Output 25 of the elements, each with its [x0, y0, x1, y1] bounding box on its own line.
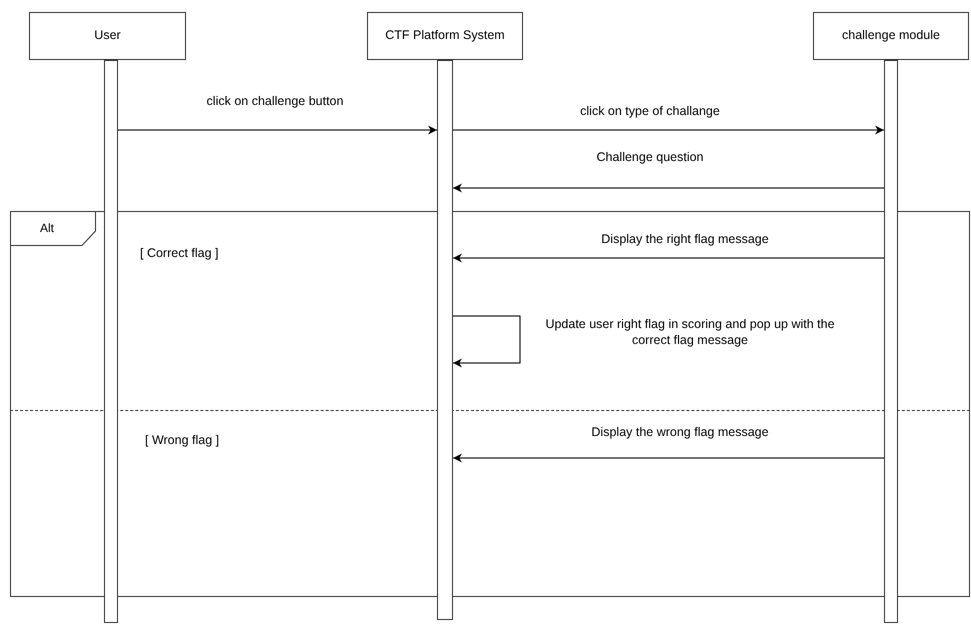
lifeline-box	[367, 12, 523, 60]
lifeline-name: CTF Platform System	[385, 28, 505, 44]
activation-bar	[884, 60, 898, 623]
frame-tag	[10, 211, 96, 246]
activation-bar	[437, 60, 453, 620]
lifeline-name: User	[94, 28, 121, 44]
lifeline-box	[813, 12, 969, 60]
message-label: click on type of challange	[579, 104, 721, 120]
lifeline-box	[29, 12, 186, 60]
activation-bar	[104, 60, 118, 623]
message-label: Update user right flag in scoring and pop up with the correct flag message	[544, 317, 836, 348]
message-arrow	[118, 126, 438, 134]
guard-condition: [ Wrong flag ]	[145, 432, 220, 449]
message-arrow	[452, 184, 884, 192]
message-arrow	[452, 126, 884, 134]
message-arrow	[452, 454, 884, 462]
message-label: Display the wrong flag message	[590, 425, 770, 441]
message-label: Display the right flag message	[600, 232, 770, 248]
message-arrow	[452, 316, 520, 368]
message-arrow	[452, 254, 884, 262]
message-label: Challenge question	[595, 150, 705, 166]
guard-condition: [ Correct flag ]	[140, 245, 218, 262]
lifeline-name: challenge module	[842, 28, 940, 44]
frame-label: Alt	[40, 220, 54, 237]
message-label: click on challenge button	[206, 94, 344, 110]
